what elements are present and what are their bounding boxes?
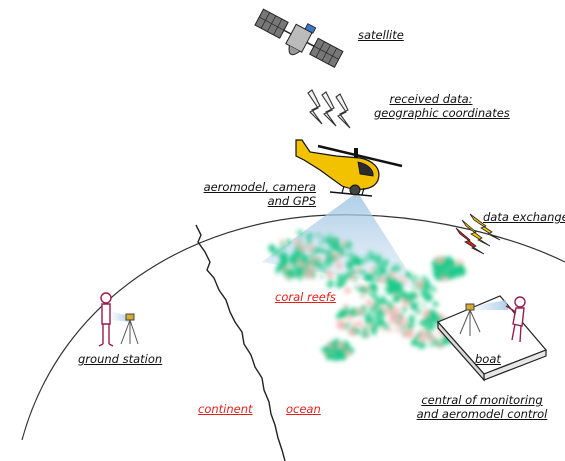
data-exchange-label: data exchange: [483, 210, 565, 224]
coral-reefs-label: coral reefs: [275, 290, 336, 304]
coastline: [195, 224, 286, 461]
boat-icon: [436, 295, 548, 382]
central-line-1: central of monitoring: [421, 393, 543, 407]
ground-person-icon: [98, 292, 114, 347]
ground-tripod-icon: [120, 313, 139, 345]
received-data-line-2: geographic coordinates: [374, 106, 510, 120]
aeromodel-line-1: aeromodel, camera: [203, 180, 316, 194]
aeromodel-line-2: and GPS: [267, 194, 316, 208]
satellite-icon: [254, 8, 344, 68]
ground-station-label: ground station: [78, 352, 163, 366]
received-data-label: received data: geographic coordinates: [374, 92, 510, 120]
signal-bolts-icon: [307, 89, 351, 129]
boat-person-icon: [505, 296, 526, 343]
earth-horizon: [21, 214, 565, 441]
central-monitoring-label: central of monitoring and aeromodel cont…: [404, 393, 560, 421]
helicopter-icon: [295, 139, 403, 197]
coral-reefs-area: [268, 229, 467, 362]
satellite-label: satellite: [358, 28, 404, 42]
continent-label: continent: [198, 402, 253, 416]
ocean-label: ocean: [286, 402, 321, 416]
central-line-2: and aeromodel control: [416, 407, 548, 421]
data-exchange-bolts-icon: [455, 213, 501, 255]
received-data-line-1: received data:: [389, 92, 473, 106]
boat-label: boat: [475, 352, 501, 366]
boat-camera-beam: [474, 300, 508, 310]
aeromodel-label: aeromodel, camera and GPS: [196, 180, 316, 208]
